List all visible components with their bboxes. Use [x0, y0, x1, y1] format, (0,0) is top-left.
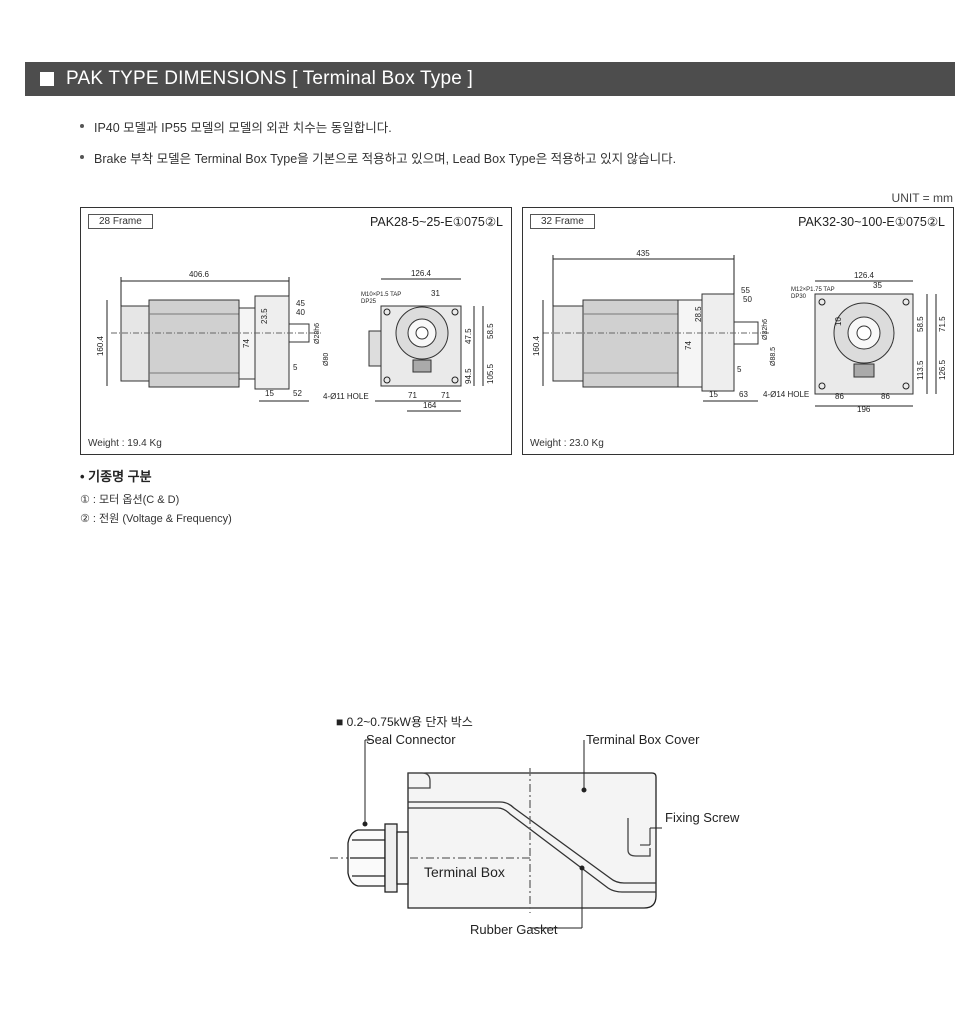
terminal-box-title: ■ 0.2~0.75kW용 단자 박스 — [336, 715, 473, 729]
model-label: PAK32-30~100-E①075②L — [798, 215, 945, 229]
label-terminal-box: Terminal Box — [424, 864, 505, 880]
dim-23-5: 23.5 — [260, 308, 269, 324]
note-text: Brake 부착 모델은 Terminal Box Type을 기본으로 적용하… — [94, 151, 677, 166]
unit-label: UNIT = mm — [891, 191, 953, 205]
dim-105-5: 105.5 — [486, 363, 495, 384]
dim-boss: Ø80 — [323, 353, 330, 366]
note-text: IP40 모델과 IP55 모델의 모델의 외관 치수는 동일합니다. — [94, 120, 392, 135]
hole-spec: 4-Ø11 HOLE — [323, 392, 369, 401]
dimension-panel-28-frame: 28 Frame PAK28-5~25-E①075②L 406.6 160.4 … — [80, 207, 512, 455]
motor-front-view — [368, 278, 484, 412]
terminal-box-diagram — [330, 739, 662, 929]
dim-58-5: 58.5 — [916, 316, 925, 332]
dim-196: 196 — [857, 405, 871, 414]
dim-length: 406.6 — [189, 270, 210, 279]
dim-94-5: 94.5 — [464, 368, 473, 384]
dim-71-a: 71 — [408, 391, 417, 400]
hole-spec: 4-Ø14 HOLE — [763, 390, 809, 399]
dim-113-5: 113.5 — [916, 360, 925, 380]
dim-74: 74 — [242, 339, 251, 348]
dim-10: 10 — [834, 317, 843, 326]
dim-164: 164 — [423, 401, 437, 410]
frame-tag: 32 Frame — [530, 214, 595, 229]
motor-drawing-32: 435 160.4 55 50 28.5 Ø32h6 Ø88.5 74 5 15… — [532, 249, 947, 414]
bullet-icon — [80, 155, 84, 159]
dim-63: 63 — [739, 390, 748, 399]
motor-front-view — [814, 280, 937, 407]
label-fixing-screw: Fixing Screw — [665, 810, 740, 825]
tap-depth: DP25 — [361, 299, 377, 305]
section-header: PAK TYPE DIMENSIONS [ Terminal Box Type … — [25, 62, 955, 96]
section-title: PAK TYPE DIMENSIONS [ Terminal Box Type … — [66, 68, 473, 89]
dim-height: 160.4 — [96, 335, 105, 356]
seal-connector — [347, 823, 409, 893]
legend-item: ② : 전원 (Voltage & Frequency) — [80, 513, 232, 525]
dim-86-b: 86 — [881, 392, 890, 401]
dim-shaft: Ø28h6 — [314, 323, 321, 344]
dim-47-5: 47.5 — [464, 328, 473, 344]
dim-71-5: 71.5 — [938, 316, 947, 332]
model-label: PAK28-5~25-E①075②L — [369, 215, 503, 229]
legend-item: ① : 모터 옵션(C & D) — [80, 494, 180, 506]
dim-boss: Ø88.5 — [770, 347, 777, 366]
dim-28-5: 28.5 — [694, 306, 703, 322]
dim-top-width: 126.4 — [854, 271, 875, 280]
dim-5: 5 — [737, 365, 742, 374]
motor-drawing-28: 406.6 160.4 45 40 23.5 Ø28h6 Ø80 74 5 15… — [96, 269, 495, 412]
tap-depth: DP30 — [791, 294, 807, 300]
motor-side-view — [542, 255, 771, 402]
dim-86-a: 86 — [835, 392, 844, 401]
legend-title: • 기종명 구분 — [80, 469, 152, 484]
dim-45: 45 — [296, 299, 305, 308]
dim-length: 435 — [636, 249, 650, 258]
notes-list: IP40 모델과 IP55 모델의 모델의 외관 치수는 동일합니다. Brak… — [80, 115, 676, 177]
dim-top-width: 126.4 — [411, 269, 432, 278]
dim-126-5: 126.5 — [938, 359, 947, 380]
dimension-panel-32-frame: 32 Frame PAK32-30~100-E①075②L 435 160.4 … — [522, 207, 954, 455]
dim-55: 55 — [741, 286, 750, 295]
dim-50: 50 — [743, 295, 752, 304]
dim-15: 15 — [265, 389, 274, 398]
tap-spec: M10×P1.5 TAP — [361, 292, 401, 298]
dim-74: 74 — [684, 341, 693, 350]
dim-58-5: 58.5 — [486, 323, 495, 339]
note-item: Brake 부착 모델은 Terminal Box Type을 기본으로 적용하… — [80, 146, 676, 168]
dim-40: 40 — [296, 308, 305, 317]
dim-5: 5 — [293, 363, 298, 372]
dim-71-b: 71 — [441, 391, 450, 400]
dim-height: 160.4 — [532, 335, 541, 356]
label-terminal-box-cover: Terminal Box Cover — [586, 732, 700, 747]
bullet-icon — [80, 124, 84, 128]
dim-shaft: Ø32h6 — [762, 319, 769, 340]
dim-52: 52 — [293, 389, 302, 398]
model-legend: • 기종명 구분 ① : 모터 옵션(C & D) ② : 전원 (Voltag… — [80, 466, 232, 529]
weight-label: Weight : 19.4 Kg — [88, 438, 162, 449]
tap-spec: M12×P1.75 TAP — [791, 287, 835, 293]
weight-label: Weight : 23.0 Kg — [530, 438, 604, 449]
dim-31: 31 — [431, 289, 440, 298]
frame-tag: 28 Frame — [88, 214, 153, 229]
dim-15: 15 — [709, 390, 718, 399]
dim-35: 35 — [873, 281, 882, 290]
motor-side-view — [106, 277, 321, 402]
note-item: IP40 모델과 IP55 모델의 모델의 외관 치수는 동일합니다. — [80, 115, 676, 137]
label-seal-connector: Seal Connector — [366, 732, 456, 747]
label-rubber-gasket: Rubber Gasket — [470, 922, 558, 937]
square-bullet-icon — [40, 72, 54, 86]
